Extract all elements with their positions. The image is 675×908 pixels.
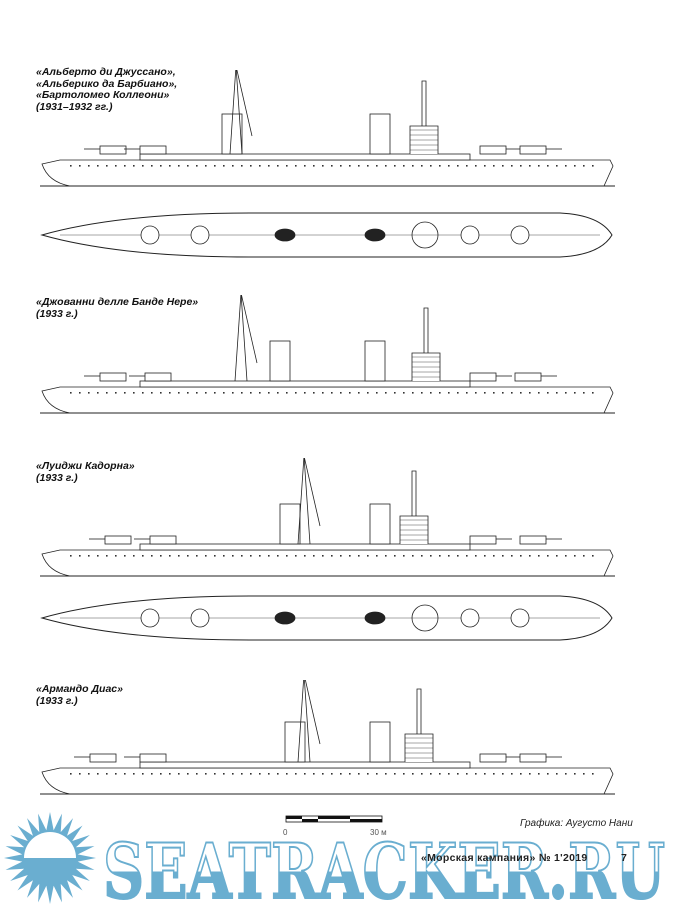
caption-line: «Джованни делле Банде Нере» (36, 296, 199, 308)
caption-line: «Луиджи Кадорна» (36, 460, 135, 472)
ship-side-view-diaz (40, 680, 615, 795)
caption-line: «Бартоломео Коллеони» (36, 89, 170, 101)
caption-line: (1933 г.) (36, 694, 78, 707)
ship-caption-2: «Джованни делле Банде Нере» (1933 г.) (36, 296, 199, 320)
page-number: 7 (621, 852, 628, 864)
ship-caption-1: «Альберто ди Джуссано», «Альберико да Ба… (36, 66, 178, 113)
caption-line: (1933 г.) (36, 307, 78, 320)
ship-side-view-cadorna (40, 458, 615, 577)
ship-caption-3: «Луиджи Кадорна» (1933 г.) (36, 460, 135, 484)
scale-start-label: 0 (283, 828, 288, 837)
graphics-credit: Графика: Аугусто Нани (520, 818, 633, 829)
ship-top-view-cadorna (40, 595, 613, 641)
ship-caption-4: «Армандо Диас» (1933 г.) (36, 683, 123, 707)
scale-bar (285, 815, 383, 823)
ship-top-view-giussano (40, 212, 613, 258)
ship-side-view-giussano (40, 70, 615, 187)
watermark-text: SEATRACKER.RU (103, 827, 665, 908)
scale-end-label: 30 м (370, 828, 387, 837)
caption-line: «Альберто ди Джуссано», (36, 66, 176, 78)
seatracker-watermark: SEATRACKER.RU (4, 812, 666, 908)
caption-line: (1933 г.) (36, 471, 78, 484)
caption-line: «Альберико да Барбиано», (36, 77, 178, 90)
ship-side-view-bande-nere (40, 295, 615, 414)
magazine-footer: «Морская кампания» № 1'2019 (421, 852, 588, 864)
sun-logo-icon (4, 812, 96, 904)
caption-line: «Армандо Диас» (36, 683, 123, 695)
caption-line: (1931–1932 гг.) (36, 100, 113, 113)
